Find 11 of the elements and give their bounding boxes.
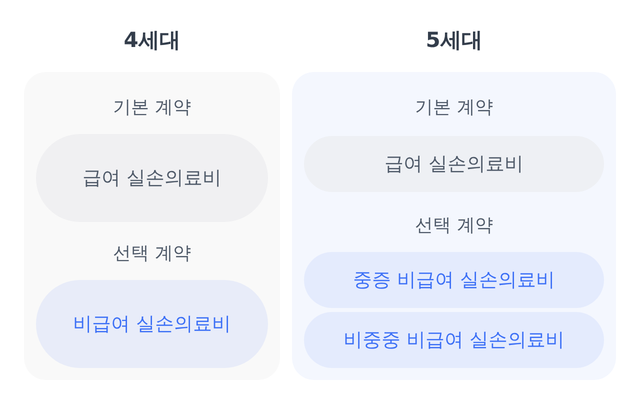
coverage-label: 급여 실손의료비 [82, 166, 222, 191]
coverage-label: 급여 실손의료비 [384, 152, 524, 177]
section-label: 선택 계약 [415, 214, 493, 238]
panel-heading: 5세대 [426, 27, 482, 54]
coverage-label: 비급여 실손의료비 [72, 312, 232, 337]
section-label: 기본 계약 [113, 96, 191, 120]
coverage-label: 중증 비급여 실손의료비 [352, 268, 556, 293]
coverage-label: 비중중 비급여 실손의료비 [343, 328, 565, 353]
section-label: 기본 계약 [415, 96, 493, 120]
section-label: 선택 계약 [113, 242, 191, 266]
panel-heading: 4세대 [124, 27, 180, 54]
